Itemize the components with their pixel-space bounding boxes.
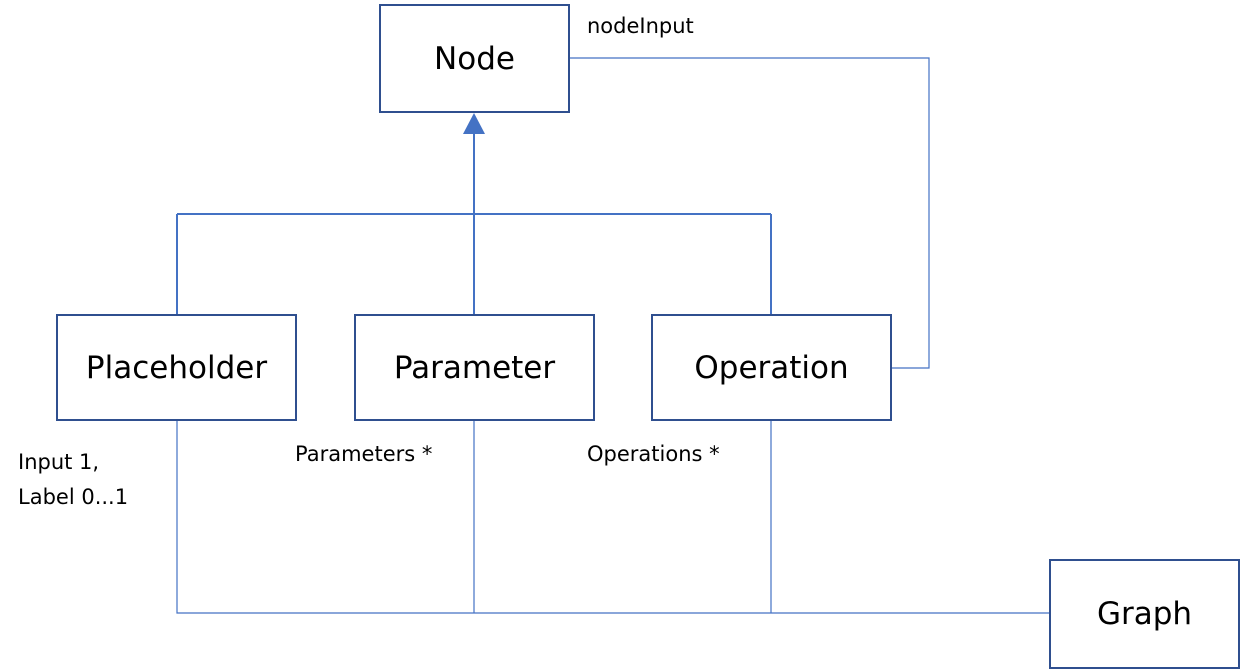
placeholder-multiplicity-label: Input 1, Label 0...1 xyxy=(18,445,128,515)
node-input-label: nodeInput xyxy=(587,14,694,38)
node-box: Node xyxy=(379,4,570,113)
operation-box: Operation xyxy=(651,314,892,421)
parameters-multiplicity-label: Parameters * xyxy=(295,442,433,466)
node-input-connector xyxy=(569,57,930,369)
graph-box-label: Graph xyxy=(1096,596,1193,632)
operations-multiplicity-label: Operations * xyxy=(587,442,720,466)
node-box-label: Node xyxy=(434,40,515,77)
placeholder-graph-connector xyxy=(176,421,1049,614)
placeholder-box: Placeholder xyxy=(56,314,297,421)
operation-box-label: Operation xyxy=(694,349,849,386)
inheritance-arrowhead xyxy=(463,113,485,134)
placeholder-box-label: Placeholder xyxy=(85,349,268,386)
parameter-box: Parameter xyxy=(354,314,595,421)
graph-box: Graph xyxy=(1049,559,1240,669)
parameter-box-label: Parameter xyxy=(393,349,556,386)
label-multiplicity-text: Label 0...1 xyxy=(18,485,129,509)
inheritance-connector xyxy=(176,133,772,314)
input-multiplicity-text: Input 1, xyxy=(18,450,100,474)
graph-connectors xyxy=(176,421,1049,614)
